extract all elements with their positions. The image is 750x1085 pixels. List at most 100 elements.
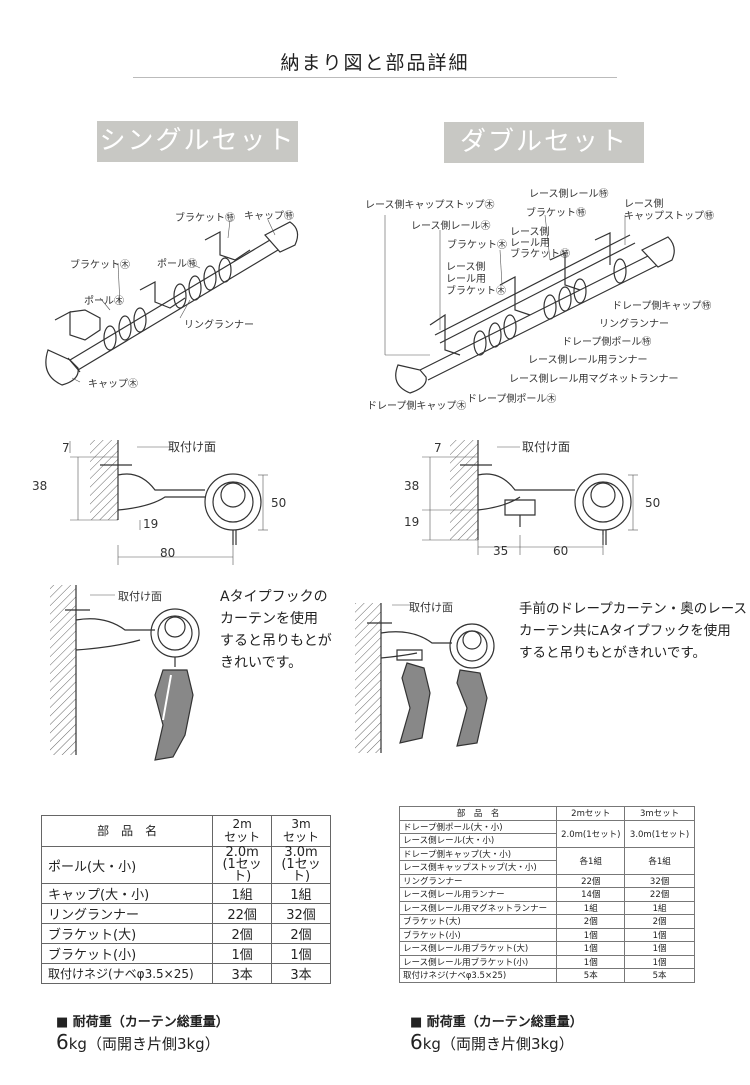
header-2m: 2mセット bbox=[556, 806, 626, 821]
double-load-value: 6kg（両開き片側3kg） bbox=[410, 1030, 574, 1054]
cell-2m: 1個 bbox=[556, 954, 626, 969]
cell-part: レース側レール用マグネットランナー bbox=[398, 900, 558, 915]
label-lace-magnet-runner: レース側レール用マグネットランナー bbox=[509, 374, 679, 385]
cell-2m: 各1組 bbox=[556, 846, 626, 875]
table-row: ポール(大・小) 2.0m (1セット) 3.0m (1セット) bbox=[40, 846, 331, 884]
cell-part: レース側レール用ブラケット(大) bbox=[398, 941, 558, 956]
cell-2m: 5本 bbox=[556, 968, 626, 983]
single-note: Aタイプフックの カーテンを使用 すると吊りもとが きれいです。 bbox=[220, 586, 332, 674]
dim-50: 50 bbox=[271, 496, 287, 510]
cell-part: 取付けネジ(ナベφ3.5×25) bbox=[40, 963, 214, 984]
label-ring-runner: リングランナー bbox=[599, 319, 669, 330]
label-bracket-large: ブラケット㊍ bbox=[447, 240, 507, 251]
cell-3m: 1個 bbox=[271, 943, 331, 964]
cell-2m: 1個 bbox=[212, 943, 273, 964]
table-row: 取付けネジ(ナベφ3.5×25) 5本 5本 bbox=[398, 968, 695, 983]
table-row: レース側レール用ブラケット(大) 1個 1個 bbox=[398, 941, 695, 956]
cell-part: 取付けネジ(ナベφ3.5×25) bbox=[398, 968, 558, 983]
label-lace-rail-runner: レース側レール用ランナー bbox=[528, 355, 648, 366]
label-bracket-small: ブラケット㊕ bbox=[175, 213, 235, 224]
cell-2m: 1組 bbox=[212, 883, 273, 904]
single-load-heading: ■ 耐荷重（カーテン総重量） bbox=[56, 1015, 229, 1030]
cell-3m: 3本 bbox=[271, 963, 331, 984]
double-parts-table: 部 品 名 2mセット 3mセット ドレープ側ポール(大・小) 2.0m(1セッ… bbox=[398, 806, 695, 983]
page-title: 納まり図と部品詳細 bbox=[280, 52, 470, 74]
single-parts-table: 部 品 名 2m セット 3m セット ポール(大・小) 2.0m (1セット)… bbox=[40, 815, 331, 984]
cell-2m: 1個 bbox=[556, 941, 626, 956]
label-drape-cap-small: ドレープ側キャップ㊕ bbox=[612, 301, 712, 312]
label-lace-rail-small: レース側レール㊕ bbox=[529, 189, 609, 200]
cell-3m: 5本 bbox=[624, 968, 695, 983]
cell-3m: 1組 bbox=[271, 883, 331, 904]
cell-part: レース側レール(大・小) bbox=[398, 833, 558, 848]
cell-2m: 2.0m(1セット) bbox=[556, 819, 626, 848]
label-lace-rail-bracket-small-2: レール用 bbox=[510, 238, 550, 249]
table-row: レース側レール用ランナー 14個 22個 bbox=[398, 887, 695, 902]
dim-50: 50 bbox=[645, 496, 661, 510]
dim-35: 35 bbox=[493, 544, 509, 558]
label-lace-rail-bracket-small-1: レース側 bbox=[510, 227, 550, 238]
dim-19: 19 bbox=[404, 515, 420, 529]
note-line: 手前のドレープカーテン・奥のレース bbox=[519, 601, 748, 617]
load-value-unit: kg（両開き片側3kg） bbox=[68, 1035, 220, 1053]
mount-face-label: 取付け面 bbox=[168, 440, 217, 454]
dim-38: 38 bbox=[32, 479, 48, 493]
cell-part: ブラケット(小) bbox=[40, 943, 214, 964]
cell-part: ドレープ側キャップ(大・小) bbox=[398, 846, 558, 861]
cell-part: リングランナー bbox=[398, 873, 558, 888]
cell-part: リングランナー bbox=[40, 903, 214, 924]
cell-3m: 3.0m(1セット) bbox=[624, 819, 695, 848]
cell-part: レース側レール用ランナー bbox=[398, 887, 558, 902]
label-pole-small: ポール㊕ bbox=[157, 259, 197, 270]
cell-2m: 14個 bbox=[556, 887, 626, 902]
dim-19: 19 bbox=[143, 517, 159, 531]
cell-2m: 1組 bbox=[556, 900, 626, 915]
mount-face-label-2: 取付け面 bbox=[118, 590, 162, 603]
table-row: ドレープ側ポール(大・小) 2.0m(1セット) 3.0m(1セット) bbox=[398, 819, 695, 848]
label-lace-rail-bracket-small-3: ブラケット㊕ bbox=[510, 249, 570, 260]
cell-part: ブラケット(小) bbox=[398, 927, 558, 942]
label-drape-pole-small: ドレープ側ポール㊕ bbox=[562, 337, 652, 348]
cell-2m: 22個 bbox=[212, 903, 273, 924]
cell-3m: 2個 bbox=[624, 914, 695, 929]
cell-3m: 1個 bbox=[624, 941, 695, 956]
label-drape-pole-large: ドレープ側ポール㊍ bbox=[467, 394, 557, 405]
cell-2m: 3本 bbox=[212, 963, 273, 984]
note-line: Aタイプフックの bbox=[220, 589, 328, 605]
table-row: ブラケット(大) 2個 2個 bbox=[398, 914, 695, 929]
dim-60: 60 bbox=[553, 544, 569, 558]
load-value-number: 6 bbox=[410, 1030, 423, 1054]
cell-part: レース側レール用ブラケット(小) bbox=[398, 954, 558, 969]
label-pole-large: ポール㊍ bbox=[84, 296, 124, 307]
load-value-number: 6 bbox=[56, 1030, 69, 1054]
cell-2m: 22個 bbox=[556, 873, 626, 888]
dim-80: 80 bbox=[160, 546, 176, 560]
label-ring-runner: リングランナー bbox=[184, 320, 254, 331]
double-hanging-illustration bbox=[355, 603, 495, 753]
double-load-heading: ■ 耐荷重（カーテン総重量） bbox=[410, 1015, 583, 1030]
cell-2m: 2個 bbox=[556, 914, 626, 929]
cell-3m: 32個 bbox=[624, 873, 695, 888]
title-divider bbox=[133, 77, 617, 78]
label-lace-rail-large: レース側レール㊍ bbox=[411, 221, 491, 232]
table-row: 取付けネジ(ナベφ3.5×25) 3本 3本 bbox=[40, 963, 331, 984]
label-lace-cap-stop-large: レース側キャップストップ㊍ bbox=[365, 200, 495, 211]
header-part-name: 部 品 名 bbox=[398, 806, 558, 821]
cell-2m: 1個 bbox=[556, 927, 626, 942]
table-header-row: 部 品 名 2mセット 3mセット bbox=[398, 806, 695, 821]
table-row: キャップ(大・小) 1組 1組 bbox=[40, 883, 331, 904]
single-hanging-illustration bbox=[50, 585, 200, 761]
label-cap-large: キャップ㊍ bbox=[88, 379, 138, 390]
note-line: すると吊りもとがきれいです。 bbox=[519, 645, 706, 661]
label-lace-cap-stop-small-1: レース側 bbox=[624, 199, 664, 210]
single-set-heading: シングルセット bbox=[97, 121, 298, 162]
label-bracket-large: ブラケット㊍ bbox=[70, 260, 130, 271]
dim-7: 7 bbox=[434, 441, 442, 455]
header-3m: 3m セット bbox=[271, 815, 331, 847]
double-exploded-diagram bbox=[384, 214, 675, 394]
single-section-drawing bbox=[69, 440, 268, 565]
table-row: リングランナー 22個 32個 bbox=[398, 873, 695, 888]
note-line: カーテン共にAタイプフックを使用 bbox=[519, 623, 731, 639]
cell-3m: 1個 bbox=[624, 954, 695, 969]
cell-part: ブラケット(大) bbox=[398, 914, 558, 929]
